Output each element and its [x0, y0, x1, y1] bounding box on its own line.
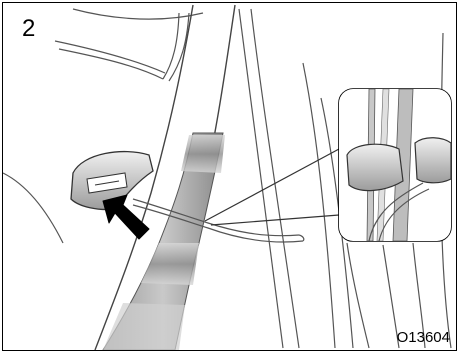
- figure-code: O13604: [397, 330, 450, 345]
- detail-inset: [339, 89, 451, 241]
- seatbelt-illustration: [3, 3, 456, 350]
- step-number: 2: [22, 17, 35, 41]
